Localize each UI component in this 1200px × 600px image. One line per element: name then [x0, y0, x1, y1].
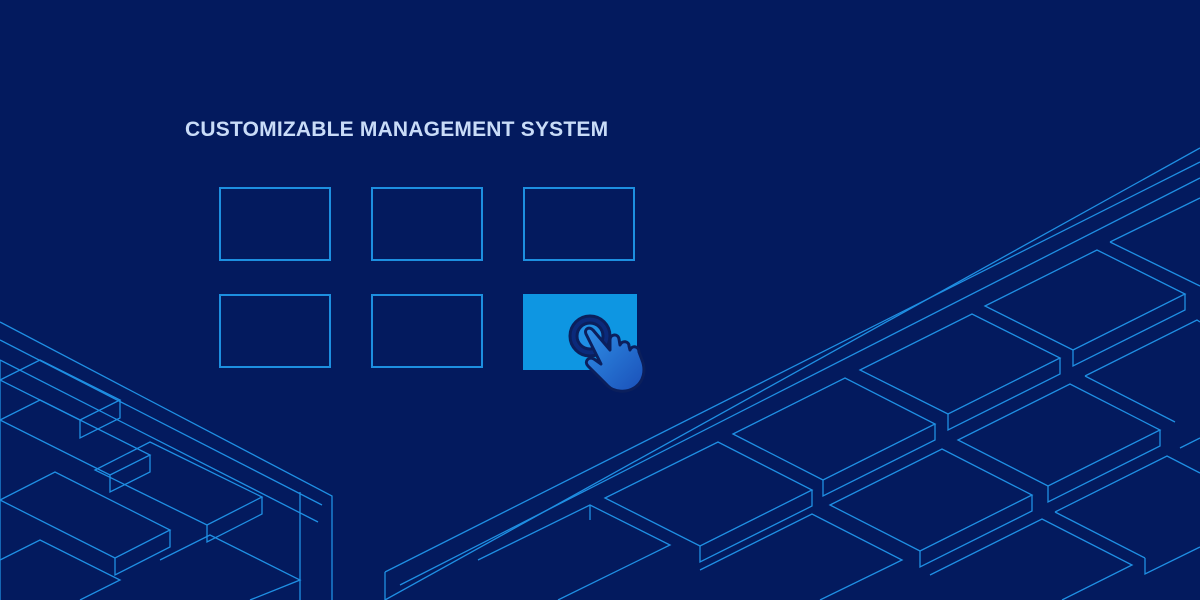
tap-hand-icon: [568, 314, 646, 393]
module-tile-3[interactable]: [523, 187, 635, 261]
module-tile-5[interactable]: [371, 294, 483, 368]
module-tile-1[interactable]: [219, 187, 331, 261]
module-tile-2[interactable]: [371, 187, 483, 261]
page-title: CUSTOMIZABLE MANAGEMENT SYSTEM: [185, 118, 609, 141]
module-tile-4[interactable]: [219, 294, 331, 368]
